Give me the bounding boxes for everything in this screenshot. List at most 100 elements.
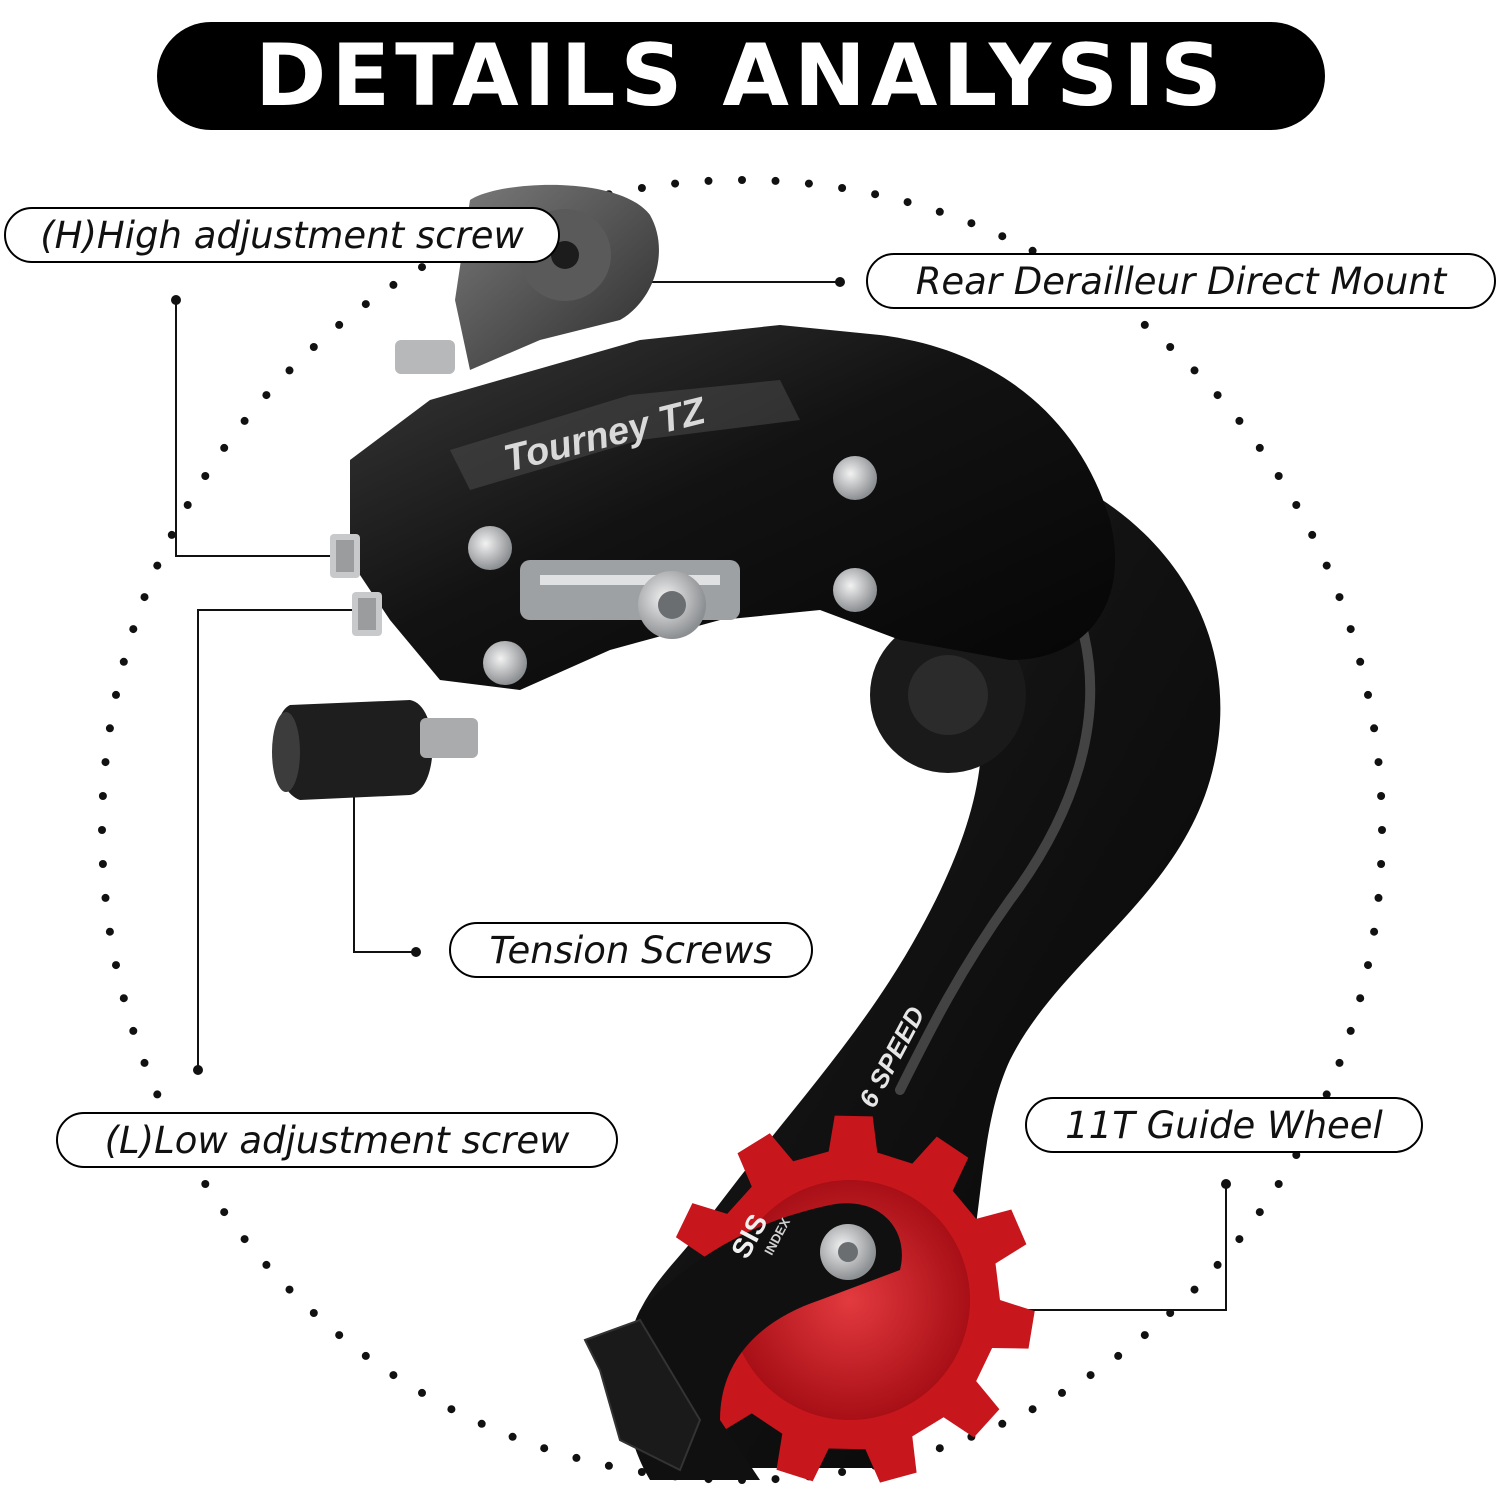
ring-dot bbox=[285, 1285, 294, 1294]
ring-dot bbox=[604, 1461, 613, 1470]
ring-dot bbox=[309, 1309, 318, 1317]
ring-dot bbox=[1274, 472, 1283, 480]
ring-dot bbox=[1274, 1180, 1283, 1188]
ring-dot bbox=[935, 207, 944, 216]
ring-dot bbox=[998, 1419, 1007, 1428]
cable-adjuster bbox=[272, 700, 478, 800]
ring-dot bbox=[903, 198, 912, 207]
ring-dot bbox=[1086, 1371, 1095, 1380]
ring-dot bbox=[1235, 1235, 1244, 1244]
ring-dot bbox=[1292, 1151, 1301, 1159]
callout-direct-mount: Rear Derailleur Direct Mount bbox=[866, 253, 1496, 309]
ring-dot bbox=[361, 300, 370, 309]
ring-dot bbox=[153, 1090, 162, 1099]
ring-dot bbox=[119, 994, 128, 1003]
ring-dot bbox=[637, 1468, 646, 1476]
ring-dot bbox=[1377, 792, 1386, 800]
ring-dot bbox=[1255, 443, 1264, 452]
b-tension-screw bbox=[395, 340, 455, 374]
ring-dot bbox=[540, 1444, 549, 1453]
ring-dot bbox=[201, 1180, 210, 1188]
ring-dot bbox=[1377, 860, 1386, 868]
ring-dot bbox=[309, 343, 318, 351]
ring-dot bbox=[98, 860, 107, 868]
page-title: DETAILS ANALYSIS bbox=[255, 26, 1227, 126]
ring-dot bbox=[637, 184, 646, 192]
ring-dot bbox=[220, 443, 229, 452]
ring-dot bbox=[871, 190, 880, 199]
ring-dot bbox=[1374, 893, 1383, 902]
ring-dot bbox=[105, 927, 114, 936]
ring-dot bbox=[1335, 593, 1344, 602]
ring-dot bbox=[1322, 561, 1331, 570]
callout-high-adjustment-screw: (H)High adjustment screw bbox=[4, 207, 560, 263]
ring-dot bbox=[240, 1235, 249, 1244]
ring-dot bbox=[1356, 657, 1365, 666]
ring-dot bbox=[240, 416, 249, 425]
ring-dot bbox=[220, 1208, 229, 1217]
ring-dot bbox=[1308, 530, 1317, 539]
callout-low-adjustment-screw: (L)Low adjustment screw bbox=[56, 1112, 618, 1168]
ring-dot bbox=[112, 961, 120, 970]
ring-dot bbox=[101, 893, 110, 902]
ring-dot bbox=[967, 219, 976, 228]
leader-line-low-screw bbox=[197, 609, 352, 1070]
cage-highlight bbox=[895, 615, 1096, 1095]
ring-dot bbox=[262, 1260, 271, 1269]
ring-dot bbox=[119, 657, 128, 666]
leader-line-high-screw bbox=[175, 300, 340, 557]
ring-dot bbox=[129, 1026, 138, 1035]
ring-dot bbox=[1292, 501, 1301, 509]
spring-mechanism bbox=[520, 560, 740, 639]
ring-dot bbox=[508, 1432, 517, 1441]
ring-dot bbox=[285, 366, 294, 375]
ring-dot bbox=[389, 280, 398, 289]
ring-dot bbox=[262, 391, 271, 400]
body-bolts bbox=[468, 456, 877, 685]
ring-dot bbox=[1378, 826, 1386, 834]
ring-dot bbox=[1346, 625, 1355, 634]
ring-dot bbox=[101, 758, 110, 767]
ring-dot bbox=[1364, 690, 1372, 699]
ring-dot bbox=[140, 1058, 149, 1067]
ring-dot bbox=[361, 1351, 370, 1360]
ring-dot bbox=[1166, 343, 1175, 351]
ring-dot bbox=[1370, 724, 1379, 733]
ring-dot bbox=[1370, 927, 1379, 936]
ring-dot bbox=[738, 176, 746, 184]
ring-dot bbox=[389, 1371, 398, 1380]
ring-dot bbox=[477, 1419, 486, 1428]
chain-guide-tab bbox=[583, 1318, 702, 1472]
ring-dot bbox=[771, 176, 780, 185]
ring-dot bbox=[335, 1331, 344, 1340]
ring-dot bbox=[1114, 1351, 1123, 1360]
ring-dot bbox=[112, 690, 120, 699]
ring-dot bbox=[671, 179, 680, 188]
upper-sprocket bbox=[870, 617, 1026, 773]
ring-dot bbox=[998, 232, 1007, 241]
ring-dot bbox=[1058, 1388, 1066, 1397]
ring-dot bbox=[1235, 416, 1244, 425]
ring-dot bbox=[804, 179, 813, 188]
callout-guide-wheel: 11T Guide Wheel bbox=[1025, 1097, 1423, 1153]
ring-dot bbox=[1028, 246, 1037, 255]
ring-dot bbox=[1028, 1405, 1037, 1414]
title-banner: DETAILS ANALYSIS bbox=[157, 22, 1325, 130]
ring-dot bbox=[771, 1475, 780, 1484]
ring-dot bbox=[1356, 994, 1365, 1003]
callout-tension-screws: Tension Screws bbox=[449, 922, 813, 978]
ring-dot bbox=[418, 263, 426, 272]
ring-dot bbox=[704, 176, 713, 185]
ring-dot bbox=[447, 1405, 456, 1414]
ring-dot bbox=[1255, 1208, 1264, 1217]
ring-dot bbox=[183, 501, 192, 509]
ring-dot bbox=[153, 561, 162, 570]
derailleur-body bbox=[350, 325, 1116, 690]
ring-dot bbox=[1322, 1090, 1331, 1099]
ring-dot bbox=[1346, 1026, 1355, 1035]
ring-dot bbox=[1213, 391, 1222, 400]
high-adjustment-screw bbox=[330, 534, 360, 578]
ring-dot bbox=[1140, 320, 1149, 329]
leader-dots bbox=[171, 277, 1231, 1189]
